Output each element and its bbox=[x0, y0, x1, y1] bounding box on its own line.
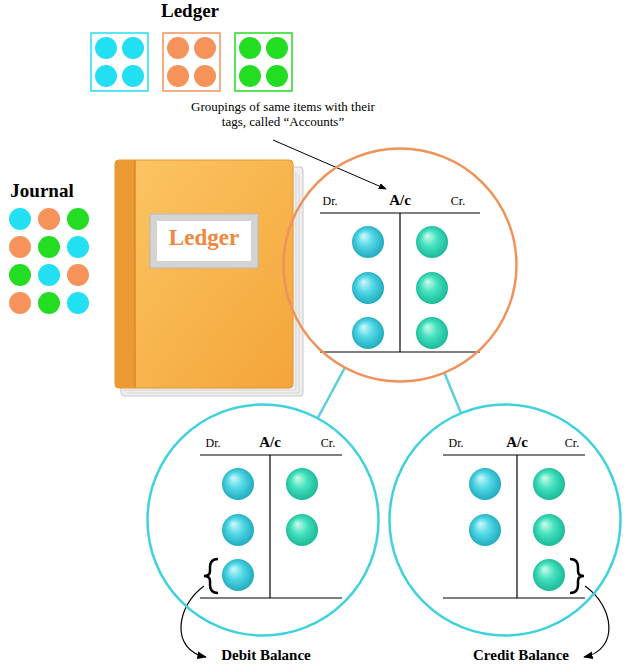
credit-heading: Cr. bbox=[313, 437, 343, 451]
item-dot bbox=[266, 65, 288, 87]
connector-line bbox=[318, 368, 345, 419]
page-edges bbox=[124, 172, 299, 393]
item-dot bbox=[122, 65, 144, 87]
credit-heading: Cr. bbox=[557, 437, 587, 451]
item-dot bbox=[67, 208, 89, 230]
debit-ball bbox=[222, 468, 254, 500]
account-t bbox=[181, 455, 342, 657]
t-line bbox=[320, 212, 480, 213]
item-dot bbox=[239, 37, 261, 59]
t-line bbox=[200, 597, 342, 598]
circle-outline bbox=[388, 403, 622, 637]
circle-outline bbox=[284, 149, 517, 382]
label-panel bbox=[157, 221, 251, 261]
account-heading: A/c bbox=[497, 434, 537, 451]
journal-dots bbox=[9, 208, 89, 314]
account-heading: A/c bbox=[380, 192, 420, 209]
credit-ball bbox=[286, 468, 318, 500]
t-line bbox=[443, 597, 585, 598]
account-t bbox=[320, 213, 480, 352]
t-line bbox=[200, 454, 342, 455]
book-spine bbox=[115, 160, 135, 388]
item-dot bbox=[122, 37, 144, 59]
book-cover bbox=[115, 160, 293, 388]
account-heading: A/c bbox=[250, 434, 290, 451]
circle-outline bbox=[390, 405, 621, 636]
item-dot bbox=[67, 264, 89, 286]
balance-arrow bbox=[584, 586, 609, 657]
ledger-book bbox=[115, 160, 303, 396]
group-square bbox=[235, 33, 292, 91]
debit-ball bbox=[352, 317, 384, 349]
connector-line bbox=[444, 373, 461, 413]
t-line bbox=[269, 455, 270, 598]
account-circle: Dr. A/c Cr. bbox=[146, 403, 380, 637]
credit-ball bbox=[533, 559, 565, 591]
credit-ball bbox=[416, 317, 448, 349]
item-dot bbox=[167, 37, 189, 59]
item-dot bbox=[9, 264, 31, 286]
item-dot bbox=[194, 65, 216, 87]
item-dot bbox=[9, 292, 31, 314]
debit-ball bbox=[469, 514, 501, 546]
debit-heading: Dr. bbox=[315, 195, 345, 209]
debit-ball bbox=[222, 514, 254, 546]
book-title: Ledger bbox=[156, 225, 252, 251]
debit-heading: Dr. bbox=[198, 437, 228, 451]
callout-note: Groupings of same items with their tags,… bbox=[187, 100, 379, 130]
credit-ball bbox=[533, 514, 565, 546]
account-circle: Dr. A/c Cr. bbox=[388, 403, 622, 637]
item-dot bbox=[9, 208, 31, 230]
item-dot bbox=[38, 236, 60, 258]
item-dot bbox=[67, 292, 89, 314]
circle-outline bbox=[282, 147, 518, 383]
balance-arrow bbox=[181, 586, 206, 657]
item-dot bbox=[95, 37, 117, 59]
circle-outline bbox=[148, 405, 379, 636]
ledger-groups bbox=[91, 33, 292, 91]
credit-ball bbox=[416, 226, 448, 258]
item-dot bbox=[9, 236, 31, 258]
debit-ball bbox=[469, 468, 501, 500]
credit-ball bbox=[533, 468, 565, 500]
balance-label: Debit Balance bbox=[206, 647, 326, 664]
item-dot bbox=[239, 65, 261, 87]
ledger-book: Ledger bbox=[115, 160, 300, 395]
account-circle: Dr. A/c Cr. bbox=[282, 147, 518, 383]
group-square bbox=[91, 33, 148, 91]
label-frame bbox=[150, 214, 258, 268]
balance-brace bbox=[204, 559, 218, 593]
credit-ball bbox=[416, 272, 448, 304]
item-dot bbox=[167, 65, 189, 87]
item-dot bbox=[194, 37, 216, 59]
credit-ball bbox=[286, 514, 318, 546]
leader-arrow bbox=[273, 140, 386, 189]
item-dot bbox=[38, 208, 60, 230]
credit-heading: Cr. bbox=[443, 195, 473, 209]
group-heading: Ledger bbox=[140, 0, 240, 22]
t-line bbox=[516, 455, 517, 598]
item-dot bbox=[266, 37, 288, 59]
item-dot bbox=[67, 236, 89, 258]
spine-edge bbox=[134, 160, 136, 388]
book-pages bbox=[121, 167, 303, 396]
debit-heading: Dr. bbox=[441, 437, 471, 451]
debit-ball bbox=[352, 226, 384, 258]
item-dot bbox=[38, 292, 60, 314]
t-line bbox=[320, 351, 480, 352]
item-dot bbox=[38, 264, 60, 286]
account-t bbox=[443, 455, 609, 657]
group-heading: Journal bbox=[0, 180, 84, 202]
balance-brace bbox=[570, 559, 584, 593]
balance-label: Credit Balance bbox=[459, 647, 583, 664]
t-line bbox=[399, 213, 400, 352]
debit-ball bbox=[352, 272, 384, 304]
item-dot bbox=[95, 65, 117, 87]
group-square bbox=[163, 33, 220, 91]
t-line bbox=[443, 454, 585, 455]
debit-ball bbox=[222, 559, 254, 591]
